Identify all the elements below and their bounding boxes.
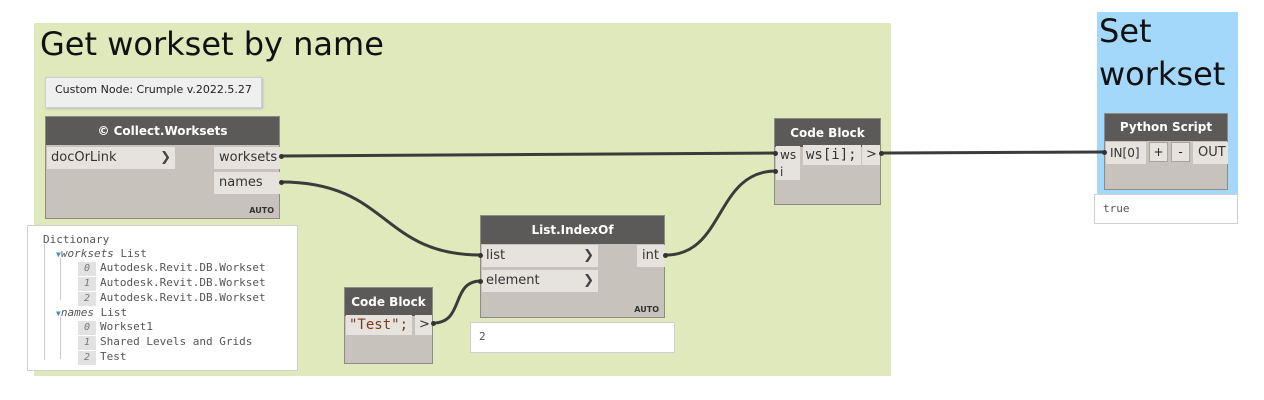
output-port-worksets[interactable]: worksets: [214, 147, 280, 169]
connector-dot: [478, 253, 483, 258]
code-block-ws-output[interactable]: >: [862, 145, 880, 165]
list-value: Workset1: [100, 320, 153, 333]
tree-node-worksets[interactable]: ▼worksets List: [56, 247, 147, 261]
list-item: 1 Shared Levels and Grids: [78, 335, 253, 350]
list-index: 2: [78, 351, 96, 365]
input-port-element[interactable]: element ❯: [482, 270, 598, 292]
node-list-indexof[interactable]: List.IndexOf list ❯ element ❯ int AUTO: [480, 215, 665, 318]
node-code-block-test-title: Code Block: [345, 288, 432, 316]
wire-names-to-list[interactable]: [280, 180, 482, 257]
output-port-out[interactable]: OUT: [1193, 142, 1228, 164]
list-item: 0 Autodesk.Revit.DB.Workset: [78, 261, 266, 276]
input-port-element-label: element: [486, 273, 540, 288]
input-port-docorlink-label: docOrLink: [51, 150, 117, 165]
input-port-i[interactable]: i: [776, 164, 800, 180]
tree-guide-line: [60, 258, 61, 300]
connector-dot: [431, 321, 436, 326]
remove-input-button[interactable]: -: [1171, 142, 1190, 162]
list-item: 1 Autodesk.Revit.DB.Workset: [78, 276, 266, 291]
expand-triangle-icon[interactable]: ▼: [56, 250, 61, 259]
connector-dot: [663, 253, 668, 258]
code-block-test-code[interactable]: "Test";: [346, 315, 412, 335]
input-port-docorlink[interactable]: docOrLink ❯: [47, 147, 175, 169]
node-python-script[interactable]: Python Script IN[0] + - OUT: [1104, 113, 1228, 190]
lacing-label[interactable]: AUTO: [249, 206, 274, 215]
list-item: 2 Test: [78, 350, 127, 365]
add-input-button[interactable]: +: [1149, 142, 1168, 162]
chevron-right-icon: ❯: [583, 273, 594, 288]
expand-triangle-icon[interactable]: ▼: [56, 309, 61, 318]
custom-node-tag: Custom Node: Crumple v.2022.5.27: [45, 77, 262, 108]
input-port-ws[interactable]: ws: [776, 146, 800, 164]
dictionary-title: Dictionary: [43, 233, 110, 246]
node-code-block-ws-title: Code Block: [775, 119, 880, 147]
lacing-label[interactable]: AUTO: [634, 305, 659, 314]
input-port-list[interactable]: list ❯: [482, 245, 598, 267]
group-set-workset-title-line2: workset: [1099, 55, 1226, 93]
tree-guide-line: [44, 244, 45, 360]
wire-worksets-to-ws[interactable]: [280, 151, 777, 158]
names-type: List: [100, 306, 128, 319]
node-collect-worksets[interactable]: © Collect.Worksets docOrLink ❯ worksets …: [45, 116, 280, 219]
group-set-workset-title-line1: Set: [1099, 12, 1152, 50]
list-value: Test: [100, 350, 127, 363]
connector-dot: [279, 180, 284, 185]
python-preview[interactable]: true: [1094, 194, 1238, 224]
worksets-type: List: [120, 247, 147, 260]
code-block-ws-code[interactable]: ws[i];: [803, 145, 861, 165]
input-port-list-label: list: [486, 248, 506, 263]
output-port-names[interactable]: names: [214, 172, 280, 194]
connector-dot: [773, 151, 778, 156]
connector-dot: [1102, 150, 1107, 155]
indexof-preview[interactable]: 2: [470, 322, 675, 353]
wire-codeblock-to-python[interactable]: [880, 150, 1106, 155]
wire-test-to-element[interactable]: [432, 279, 482, 325]
list-index: 0: [78, 321, 96, 335]
node-code-block-ws[interactable]: Code Block ws i ws[i]; >: [774, 118, 881, 205]
connector-dot: [773, 169, 778, 174]
tree-node-names[interactable]: ▼names List: [56, 306, 127, 320]
list-item: 0 Workset1: [78, 320, 153, 335]
worksets-key: worksets: [60, 247, 114, 260]
node-code-block-test[interactable]: Code Block "Test"; >: [344, 287, 433, 364]
list-index: 1: [78, 277, 96, 291]
node-collect-worksets-title: © Collect.Worksets: [46, 117, 279, 145]
tree-guide-line: [60, 317, 61, 359]
list-index: 2: [78, 292, 96, 306]
input-port-in0[interactable]: IN[0]: [1106, 142, 1146, 164]
wire-int-to-i[interactable]: [665, 169, 777, 257]
list-item: 2 Autodesk.Revit.DB.Workset: [78, 291, 266, 306]
chevron-right-icon: ❯: [583, 248, 594, 263]
list-index: 0: [78, 262, 96, 276]
names-key: names: [60, 306, 94, 319]
output-port-int[interactable]: int: [637, 245, 665, 267]
node-list-indexof-title: List.IndexOf: [481, 216, 664, 244]
chevron-right-icon: ❯: [160, 150, 171, 165]
node-python-script-title: Python Script: [1105, 114, 1227, 141]
connector-dot: [279, 154, 284, 159]
code-block-test-output[interactable]: >: [415, 315, 432, 335]
connector-dot: [478, 279, 483, 284]
group-get-workset-title: Get workset by name: [40, 25, 384, 63]
list-index: 1: [78, 336, 96, 350]
list-value: Shared Levels and Grids: [100, 335, 253, 348]
list-value: Autodesk.Revit.DB.Workset: [100, 261, 266, 274]
connector-dot: [879, 151, 884, 156]
list-value: Autodesk.Revit.DB.Workset: [100, 276, 266, 289]
list-value: Autodesk.Revit.DB.Workset: [100, 291, 266, 304]
